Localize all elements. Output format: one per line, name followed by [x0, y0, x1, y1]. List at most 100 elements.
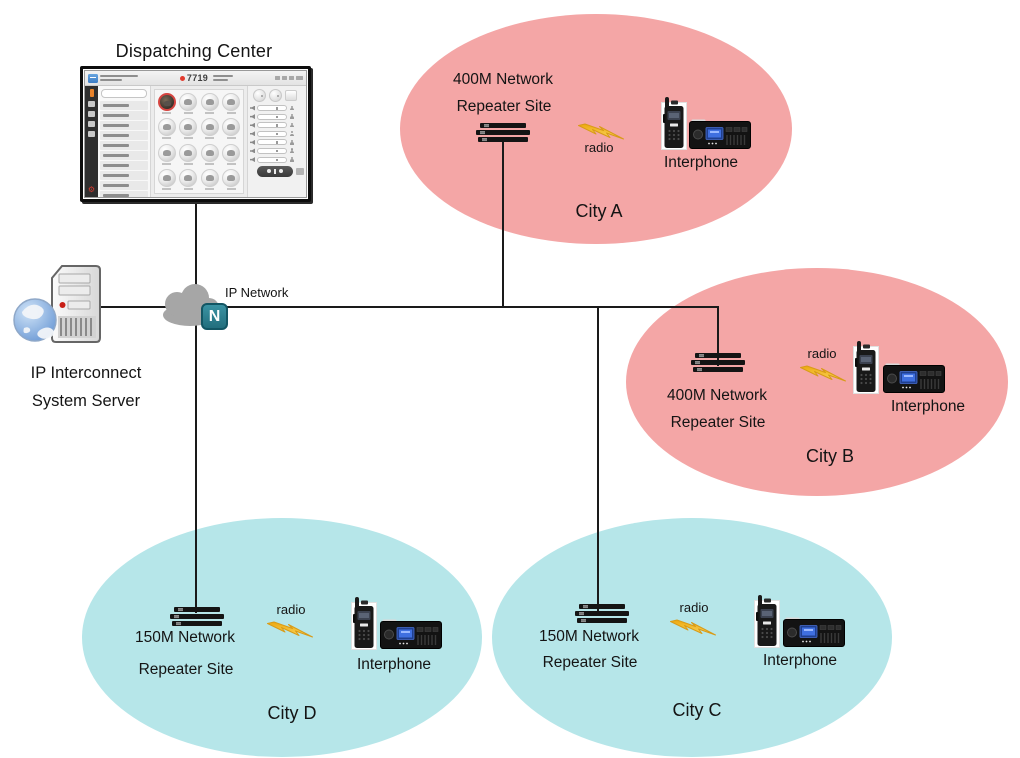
contact-avatar[interactable] — [200, 143, 219, 162]
connector-cityC-drop — [597, 306, 599, 613]
contact-cell[interactable] — [200, 168, 219, 190]
repeater-icon — [691, 353, 745, 372]
titlebar-icon[interactable] — [275, 76, 281, 80]
contact-cell[interactable] — [200, 93, 219, 115]
cityA-device-label: Interphone — [663, 154, 739, 171]
group-list-item[interactable] — [100, 181, 148, 190]
lightning-bolt-icon — [266, 620, 314, 640]
speaker-icon — [250, 114, 255, 120]
handheld-radio-icon — [754, 595, 780, 653]
dispatch-sidebar: ⚙ — [85, 86, 98, 197]
group-list-item[interactable] — [100, 171, 148, 180]
active-contact-avatar[interactable] — [157, 93, 176, 112]
cityB-name: City B — [805, 446, 855, 466]
cityA-site-line2: Repeater Site — [456, 98, 552, 115]
group-list-item[interactable] — [100, 111, 148, 120]
contact-cell[interactable] — [157, 143, 176, 165]
contact-cell[interactable] — [179, 118, 198, 140]
cityB-device-label: Interphone — [890, 398, 966, 415]
network-badge-icon: N — [201, 303, 228, 330]
group-list-item[interactable] — [100, 141, 148, 150]
volume-slider[interactable] — [257, 122, 287, 129]
contact-avatar[interactable] — [222, 93, 241, 112]
group-list-item[interactable] — [100, 191, 148, 197]
group-list-item[interactable] — [100, 131, 148, 140]
dispatch-contact-grid-panel — [151, 86, 247, 197]
contact-avatar[interactable] — [157, 168, 176, 187]
server-label-line1: IP Interconnect — [30, 364, 142, 382]
settings-gear-icon[interactable]: ⚙ — [87, 185, 96, 194]
volume-knob[interactable] — [253, 89, 266, 102]
volume-slider-row — [250, 139, 304, 146]
cityA-site-line1: 400M Network — [453, 71, 553, 88]
contact-avatar[interactable] — [179, 93, 198, 112]
contact-cell[interactable] — [200, 143, 219, 165]
keypad-icon[interactable] — [296, 167, 304, 175]
cityB-site-line2: Repeater Site — [670, 414, 766, 431]
dispatch-group-list — [98, 86, 151, 197]
contact-cell[interactable] — [179, 168, 198, 190]
titlebar-icon[interactable] — [289, 76, 295, 80]
sidebar-icon[interactable] — [88, 111, 95, 117]
volume-slider[interactable] — [257, 130, 287, 137]
user-icon — [289, 122, 294, 128]
contact-cell[interactable] — [179, 93, 198, 115]
group-list-item[interactable] — [100, 101, 148, 110]
contact-avatar[interactable] — [157, 118, 176, 137]
server-icon — [12, 262, 106, 346]
contact-cell[interactable] — [179, 143, 198, 165]
titlebar-icon[interactable] — [282, 76, 288, 80]
cityC-radio-label: radio — [679, 600, 709, 615]
contact-cell[interactable] — [222, 118, 241, 140]
mobile-radio-icon — [783, 617, 845, 648]
contact-avatar[interactable] — [179, 168, 198, 187]
sidebar-icon[interactable] — [88, 131, 95, 137]
audio-panel-icon[interactable] — [285, 90, 297, 101]
contact-cell[interactable] — [157, 118, 176, 140]
contact-avatar[interactable] — [222, 118, 241, 137]
volume-slider[interactable] — [257, 105, 287, 111]
contact-cell-active[interactable] — [157, 93, 176, 115]
search-input[interactable] — [101, 89, 147, 98]
cityD-radio-label: radio — [276, 602, 306, 617]
contact-cell[interactable] — [157, 168, 176, 190]
sidebar-icon[interactable] — [88, 121, 95, 127]
contact-cell[interactable] — [200, 118, 219, 140]
contact-avatar[interactable] — [157, 143, 176, 162]
dispatch-audio-panel — [247, 86, 306, 197]
cityC-device-label: Interphone — [762, 652, 838, 669]
user-icon — [289, 114, 294, 119]
group-list-item[interactable] — [100, 121, 148, 130]
contact-cell[interactable] — [222, 168, 241, 190]
contact-avatar[interactable] — [222, 143, 241, 162]
volume-slider[interactable] — [257, 139, 287, 146]
group-list-item[interactable] — [100, 151, 148, 160]
contact-avatar[interactable] — [200, 118, 219, 137]
cityD-site-line1: 150M Network — [135, 629, 235, 646]
volume-slider[interactable] — [257, 147, 287, 154]
volume-knob[interactable] — [269, 89, 282, 102]
contact-avatar[interactable] — [179, 118, 198, 137]
connector-dispatch-to-cityD — [195, 201, 197, 613]
ptt-button[interactable] — [257, 165, 293, 177]
contact-cell[interactable] — [222, 143, 241, 165]
cityC-name: City C — [672, 700, 722, 720]
speaker-icon — [250, 139, 255, 145]
contact-avatar[interactable] — [200, 93, 219, 112]
volume-slider[interactable] — [257, 113, 287, 120]
contact-avatar[interactable] — [179, 143, 198, 162]
sidebar-icon[interactable] — [88, 101, 95, 107]
dispatch-titlebar: 7719 — [85, 71, 306, 86]
titlebar-icon[interactable] — [296, 76, 304, 80]
volume-slider[interactable] — [257, 156, 287, 163]
contact-cell[interactable] — [222, 93, 241, 115]
contact-avatar[interactable] — [200, 168, 219, 187]
group-list-item[interactable] — [100, 161, 148, 170]
handheld-radio-icon — [351, 597, 377, 655]
call-number: 7719 — [186, 73, 209, 83]
alert-icon[interactable] — [89, 89, 94, 97]
connector-cityA-drop — [502, 139, 504, 308]
contact-avatar[interactable] — [222, 168, 241, 187]
speaker-icon — [250, 122, 255, 128]
